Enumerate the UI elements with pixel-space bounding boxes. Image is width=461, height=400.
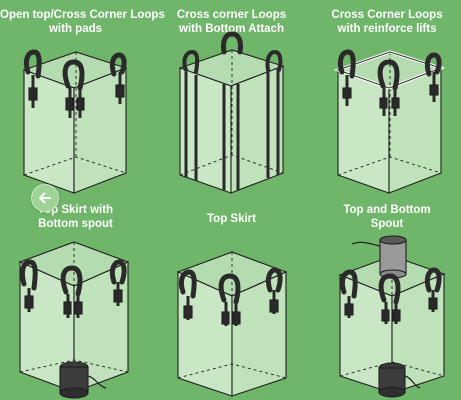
caption-line: Top Skirt with — [37, 204, 114, 216]
caption-line: Spout — [370, 218, 404, 230]
caption-cross-corner-bottom-attach: Cross corner Loops with Bottom Attach — [156, 8, 307, 36]
bag-top-skirt — [176, 251, 288, 397]
caption-top-skirt-bottom-spout: Top Skirt with Bottom spout — [0, 203, 151, 231]
arrow-left-icon — [39, 192, 51, 204]
caption-line: with reinforce lifts — [337, 23, 437, 35]
caption-line: with pads — [48, 23, 103, 35]
caption-line: Cross Corner Loops — [331, 9, 443, 21]
bag-top-skirt-bottom-spout — [18, 241, 130, 399]
bag-open-top-cross-corner — [22, 49, 128, 194]
caption-line: Top Skirt — [207, 213, 256, 225]
caption-line: Bottom spout — [38, 218, 113, 230]
bag-cross-corner-bottom-attach — [178, 31, 285, 194]
back-button[interactable] — [31, 184, 59, 212]
caption-top-and-bottom-spout: Top and Bottom Spout — [312, 203, 461, 231]
caption-open-top-cross-corner: Open top/Cross Corner Loops with pads — [0, 8, 165, 36]
bag-top-and-bottom-spout — [338, 235, 446, 398]
caption-cross-corner-reinforce-lifts: Cross Corner Loops with reinforce lifts — [312, 8, 461, 36]
caption-line: Open top/Cross Corner Loops — [0, 9, 165, 21]
bag-cross-corner-reinforce-lifts — [333, 49, 446, 194]
caption-top-skirt: Top Skirt — [156, 212, 307, 226]
caption-line: with Bottom Attach — [179, 23, 284, 35]
caption-line: Top and Bottom — [343, 204, 431, 216]
caption-line: Cross corner Loops — [176, 9, 287, 21]
